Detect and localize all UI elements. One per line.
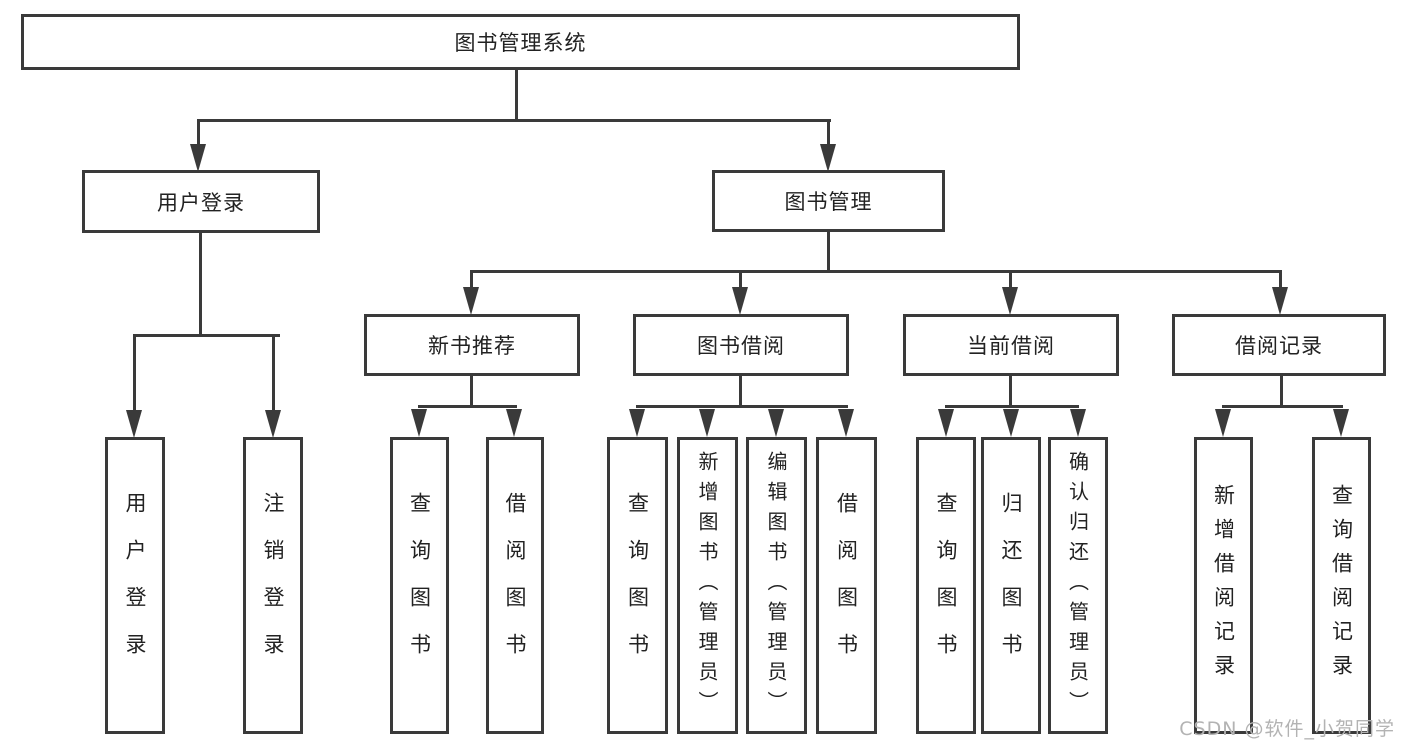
arrow-down-icon [938, 409, 954, 437]
connector-drop-login-leaf [133, 336, 136, 412]
node-book-borrow: 图书借阅 [633, 314, 849, 376]
arrow-down-icon [768, 409, 784, 437]
connector-records-bar [1222, 405, 1343, 408]
leaf-add-books-admin: 新增图书（管理员） [677, 437, 738, 734]
connector-drop-records [1279, 272, 1282, 288]
leaf-borrow-query-books: 查询图书 [607, 437, 668, 734]
leaf-recommend-borrow-books: 借阅图书 [486, 437, 544, 734]
connector-root-stem [515, 68, 518, 121]
connector-drop-current [1009, 272, 1012, 288]
node-current-borrow-label: 当前借阅 [967, 334, 1055, 358]
leaf-add-books-admin-label: 新增图书（管理员） [695, 450, 719, 721]
leaf-recommend-query-books: 查询图书 [390, 437, 449, 734]
arrow-down-icon [1333, 409, 1349, 437]
arrow-down-icon [506, 409, 522, 437]
leaf-edit-books-admin: 编辑图书（管理员） [746, 437, 807, 734]
connector-bookmgmt-bar [470, 270, 1282, 273]
node-new-book-recommend: 新书推荐 [364, 314, 580, 376]
leaf-current-query-books-label: 查询图书 [934, 491, 958, 680]
arrow-down-icon [1003, 409, 1019, 437]
connector-borrow-bar [636, 405, 848, 408]
arrow-down-icon [126, 410, 142, 438]
leaf-add-borrow-record-label: 新增借阅记录 [1211, 483, 1236, 688]
node-user-login-label: 用户登录 [157, 190, 245, 215]
arrow-down-icon [411, 409, 427, 437]
arrow-down-icon [190, 144, 206, 172]
node-user-login: 用户登录 [82, 170, 320, 233]
connector-drop-book-mgmt [827, 121, 830, 147]
node-new-book-recommend-label: 新书推荐 [428, 334, 516, 358]
leaf-borrow-borrow-books-label: 借阅图书 [834, 491, 859, 680]
leaf-recommend-query-books-label: 查询图书 [407, 491, 432, 680]
leaf-confirm-return-admin: 确认归还（管理员） [1048, 437, 1108, 734]
arrow-down-icon [463, 287, 479, 315]
leaf-borrow-borrow-books: 借阅图书 [816, 437, 877, 734]
node-current-borrow: 当前借阅 [903, 314, 1119, 376]
leaf-user-login: 用户登录 [105, 437, 165, 734]
leaf-add-borrow-record: 新增借阅记录 [1194, 437, 1253, 734]
connector-drop-borrow [739, 272, 742, 288]
leaf-return-books: 归还图书 [981, 437, 1041, 734]
leaf-return-books-label: 归还图书 [999, 491, 1023, 680]
leaf-query-borrow-record-label: 查询借阅记录 [1329, 483, 1354, 688]
leaf-borrow-query-books-label: 查询图书 [625, 491, 650, 680]
connector-records-stem [1280, 375, 1283, 407]
leaf-confirm-return-admin-label: 确认归还（管理员） [1065, 450, 1090, 721]
connector-current-stem [1009, 375, 1012, 407]
arrow-down-icon [629, 409, 645, 437]
connector-current-bar [945, 405, 1079, 408]
connector-recommend-bar [418, 405, 517, 408]
leaf-user-login-label: 用户登录 [123, 491, 147, 680]
arrow-down-icon [838, 409, 854, 437]
node-book-management-label: 图书管理 [784, 190, 873, 214]
leaf-current-query-books: 查询图书 [916, 437, 976, 734]
leaf-query-borrow-record: 查询借阅记录 [1312, 437, 1371, 734]
connector-drop-user-login [197, 121, 200, 147]
connector-root-bar [197, 119, 831, 122]
connector-recommend-stem [470, 375, 473, 407]
arrow-down-icon [820, 144, 836, 172]
leaf-edit-books-admin-label: 编辑图书（管理员） [764, 450, 788, 721]
arrow-down-icon [1215, 409, 1231, 437]
leaf-recommend-borrow-books-label: 借阅图书 [503, 491, 527, 680]
connector-drop-logout-leaf [272, 336, 275, 412]
arrow-down-icon [1002, 287, 1018, 315]
leaf-logout: 注销登录 [243, 437, 303, 734]
connector-drop-recommend [470, 272, 473, 288]
connector-bookmgmt-stem [827, 231, 830, 272]
arrow-down-icon [1272, 287, 1288, 315]
node-borrow-records: 借阅记录 [1172, 314, 1386, 376]
arrow-down-icon [1070, 409, 1086, 437]
connector-user-stem [199, 232, 202, 336]
node-borrow-records-label: 借阅记录 [1235, 334, 1323, 358]
arrow-down-icon [265, 410, 281, 438]
node-book-management: 图书管理 [712, 170, 945, 232]
arrow-down-icon [732, 287, 748, 315]
node-book-borrow-label: 图书借阅 [697, 334, 785, 358]
csdn-watermark: CSDN @软件_小贺同学 [1179, 718, 1395, 740]
connector-borrow-stem [739, 375, 742, 407]
node-library-system: 图书管理系统 [21, 14, 1020, 70]
arrow-down-icon [699, 409, 715, 437]
node-library-system-label: 图书管理系统 [454, 31, 587, 55]
leaf-logout-label: 注销登录 [261, 491, 285, 680]
connector-user-bar [133, 334, 280, 337]
